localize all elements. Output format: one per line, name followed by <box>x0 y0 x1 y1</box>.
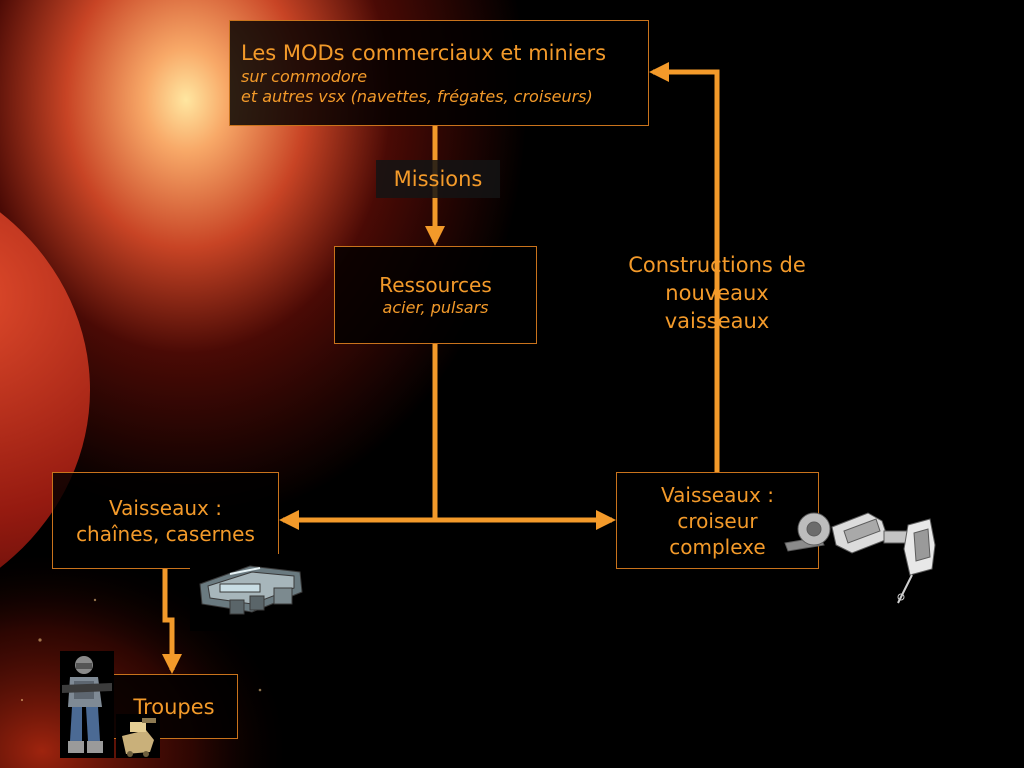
space-cruiser-icon <box>784 512 936 604</box>
ressources-title: Ressources <box>379 273 492 297</box>
vaisseaux-croiseur-line-1: Vaisseaux : <box>661 482 774 507</box>
mods-line-1: sur commodore <box>241 67 368 86</box>
mods-box: Les MODs commerciaux et miniers sur comm… <box>229 20 649 126</box>
arrow-croiseur-to-mods <box>649 62 720 472</box>
vaisseaux-croiseur-box: Vaisseaux : croiseur complexe <box>616 472 819 569</box>
drone-robot-icon <box>116 714 160 758</box>
soldier-icon <box>60 651 114 758</box>
vaisseaux-croiseur-line-3: complexe <box>669 534 766 559</box>
ressources-box: Ressources acier, pulsars <box>334 246 537 344</box>
ship-assembly-icon <box>190 554 315 631</box>
vaisseaux-croiseur-line-2: croiseur <box>677 508 758 533</box>
missions-label: Missions <box>376 160 500 198</box>
arrow-to-troupes <box>162 569 182 674</box>
vaisseaux-chaines-line-1: Vaisseaux : <box>109 495 222 520</box>
constructions-line-2: nouveaux <box>665 281 769 305</box>
mods-line-2: et autres vsx (navettes, frégates, crois… <box>241 87 593 106</box>
constructions-label: Constructions de nouveaux vaisseaux <box>608 251 826 335</box>
constructions-line-3: vaisseaux <box>664 309 770 333</box>
vaisseaux-chaines-line-2: chaînes, casernes <box>76 521 255 546</box>
ressources-subtitle: acier, pulsars <box>382 298 489 317</box>
constructions-line-1: Constructions de <box>628 253 806 277</box>
mods-title: Les MODs commerciaux et miniers <box>241 41 607 65</box>
vaisseaux-chaines-box: Vaisseaux : chaînes, casernes <box>52 472 279 569</box>
